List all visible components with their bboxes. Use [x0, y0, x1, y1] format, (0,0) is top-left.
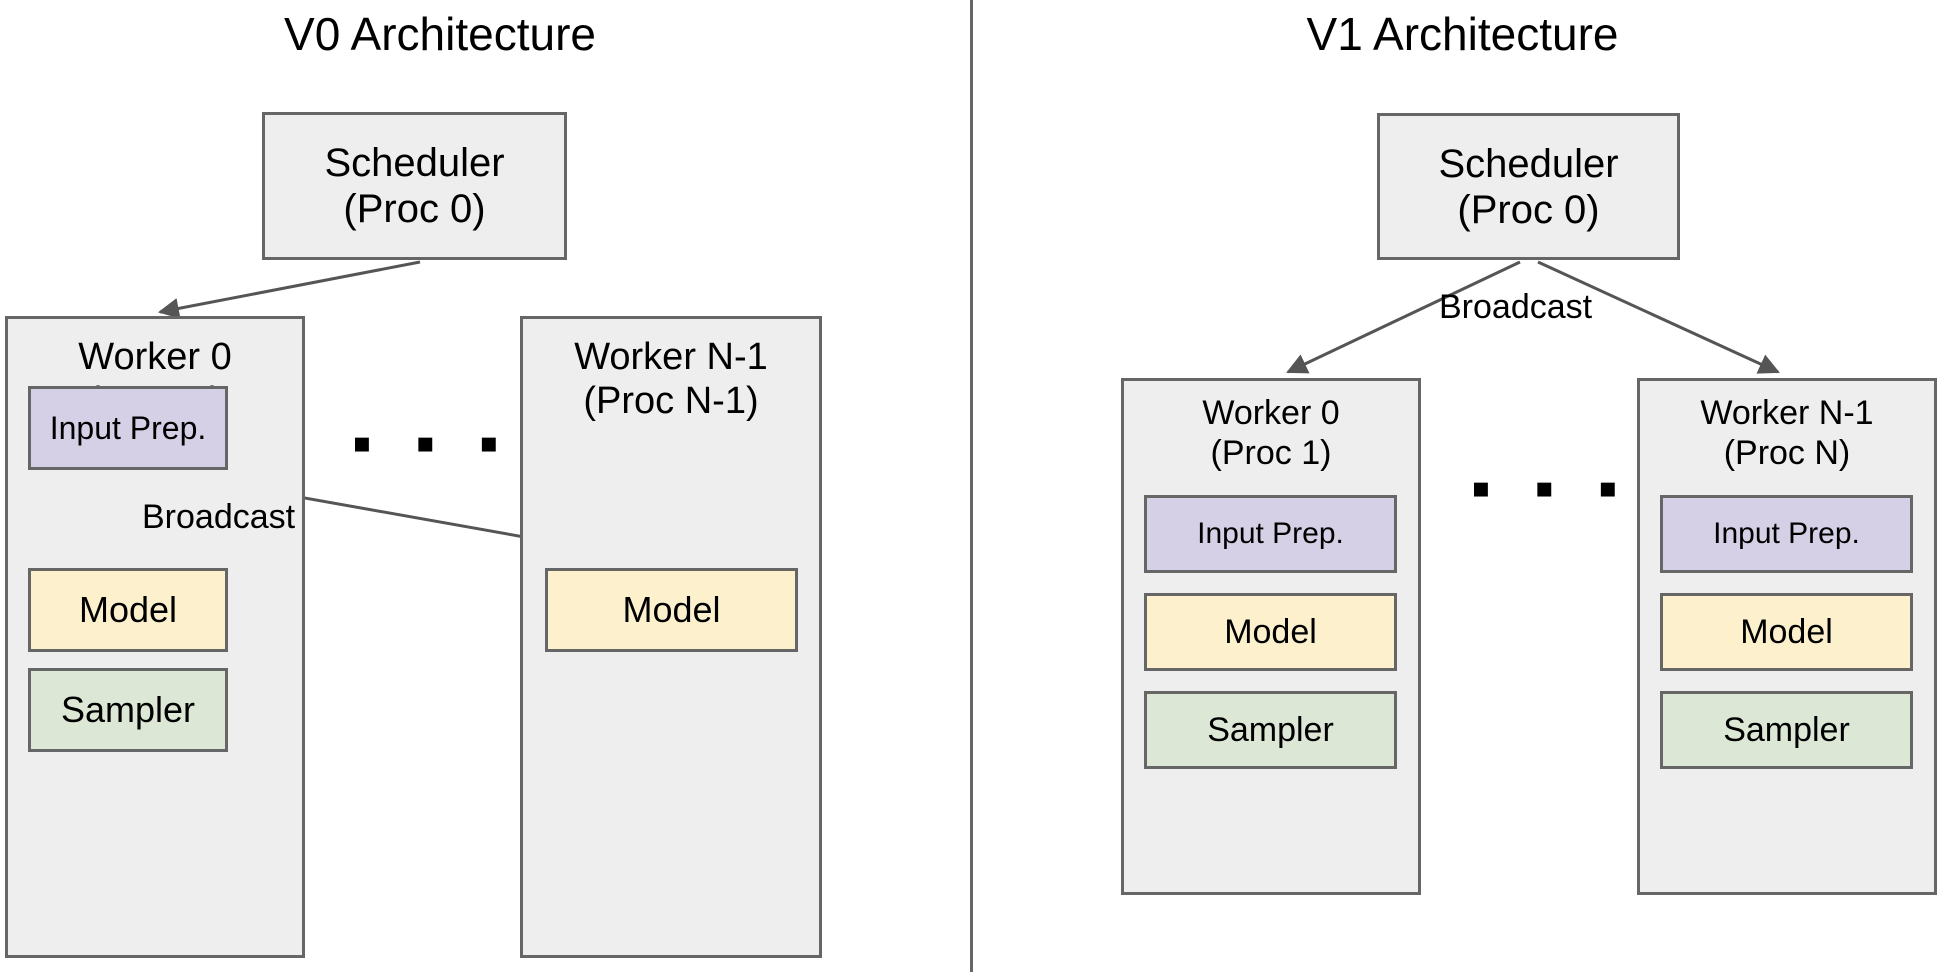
v1-worker-n-input-prep: Input Prep. [1660, 495, 1913, 573]
panel-divider [970, 0, 973, 972]
v0-worker-0-model-label: Model [78, 589, 178, 630]
v1-worker-0-input-prep: Input Prep. [1144, 495, 1397, 573]
v1-worker-n-model-label: Model [1740, 612, 1833, 651]
v0-title: V0 Architecture [284, 8, 596, 60]
v1-worker-0-model: Model [1144, 593, 1397, 671]
v0-worker-n-model-label: Model [622, 589, 721, 630]
v0-worker-0-model: Model [28, 568, 228, 652]
v0-broadcast-label: Broadcast [142, 498, 296, 536]
v0-worker-0-input-prep-label: Input Prep. [49, 409, 207, 446]
v1-worker-0-model-label: Model [1224, 612, 1317, 651]
v1-worker-0-title: Worker 0 (Proc 1) [1202, 394, 1340, 472]
panel-v0-architecture: V0 Architecture Scheduler (Proc 0) Worke… [0, 0, 971, 972]
v0-scheduler-box: Scheduler (Proc 0) [262, 112, 567, 260]
v1-scheduler-label: Scheduler (Proc 0) [1438, 141, 1619, 232]
v0-worker-n-title: Worker N-1 (Proc N-1) [574, 336, 768, 422]
v0-worker-0-sampler: Sampler [28, 668, 228, 752]
v1-worker-ellipsis: ▪ ▪ ▪ [1471, 456, 1632, 519]
v1-scheduler-box: Scheduler (Proc 0) [1377, 113, 1680, 260]
v1-title: V1 Architecture [1306, 8, 1619, 60]
v1-worker-0-sampler: Sampler [1144, 691, 1397, 769]
v0-worker-n-model: Model [545, 568, 798, 652]
v0-worker-0-input-prep: Input Prep. [28, 386, 228, 470]
v1-worker-0-sampler-label: Sampler [1207, 710, 1334, 749]
v0-worker-0-sampler-label: Sampler [60, 689, 196, 730]
v1-worker-0-input-prep-label: Input Prep. [1197, 517, 1344, 550]
panel-v1-architecture: V1 Architecture Scheduler (Proc 0) Broad… [971, 0, 1954, 972]
v1-worker-n-title: Worker N-1 (Proc N) [1700, 394, 1874, 472]
v1-worker-n-input-prep-label: Input Prep. [1713, 517, 1860, 550]
v1-worker-n-sampler: Sampler [1660, 691, 1913, 769]
v0-worker-ellipsis: ▪ ▪ ▪ [352, 411, 513, 474]
v0-scheduler-label: Scheduler (Proc 0) [324, 141, 505, 231]
v1-worker-n-sampler-label: Sampler [1723, 710, 1850, 749]
v1-worker-n-model: Model [1660, 593, 1913, 671]
v1-broadcast-label: Broadcast [1439, 288, 1593, 326]
